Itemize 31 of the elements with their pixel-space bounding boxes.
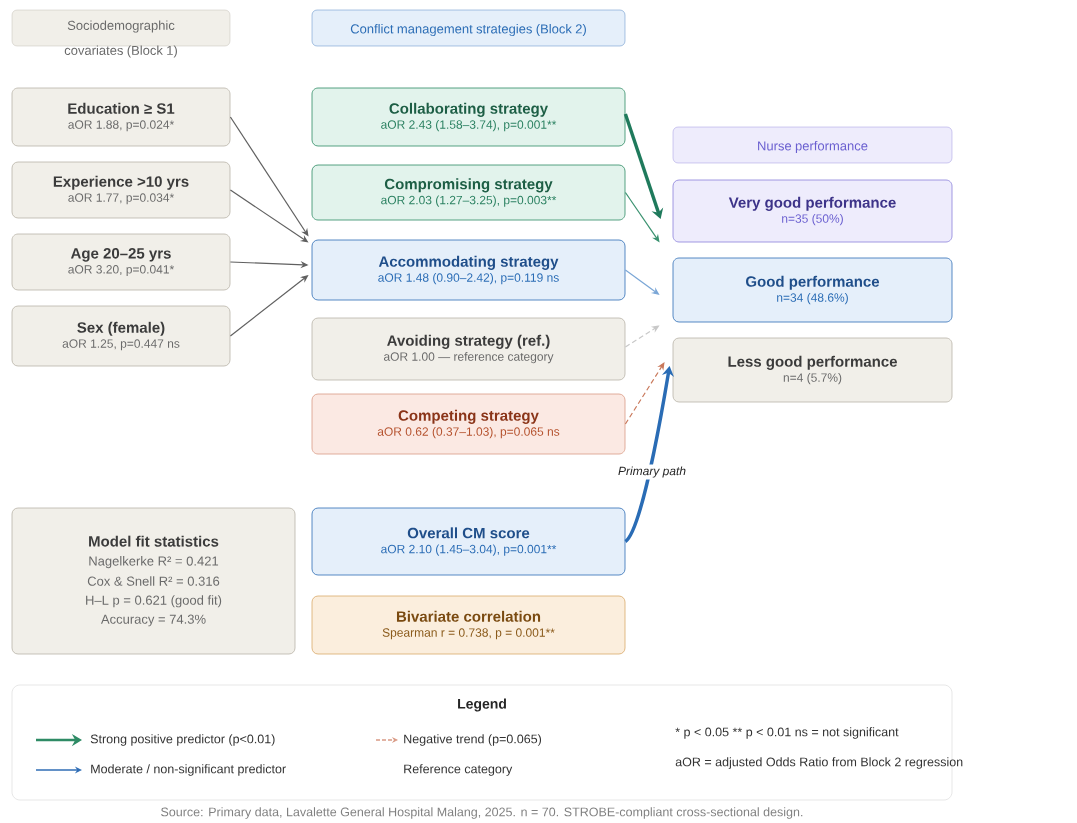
node-label: covariates (Block 1)	[64, 45, 177, 58]
covariate-box: Sex (female) aOR 1.25, p=0.447 ns	[11, 305, 231, 367]
legend-text: Strong positive predictor (p<0.01)	[90, 734, 275, 746]
outcome-box: Less good performance n=4 (5.7%)	[672, 337, 953, 403]
edge-label: Primary path	[616, 464, 688, 480]
legend-text: Negative trend (p=0.065)	[404, 734, 542, 746]
caption: Source: Primary data, Lavalette General Hospital Malang, 2025. n = 70. STROBE-compliant cross-sectional design.	[161, 807, 803, 819]
correlation-box: Bivariate correlation Spearman r = 0.738, p = 0.001**	[311, 595, 626, 655]
covariate-box: Age 20–25 yrs aOR 3.20, p=0.041*	[11, 233, 231, 291]
strategy-box: Avoiding strategy (ref.) aOR 1.00 — reference category	[311, 317, 626, 381]
arrow	[623, 113, 664, 219]
strategy-box: Compromising strategy aOR 2.03 (1.27–3.25), p=0.003**	[311, 164, 626, 221]
score-box: Overall CM score aOR 2.10 (1.45–3.04), p=0.001**	[311, 507, 626, 576]
statistics-box: Model fit statistics Nagelkerke R² = 0.421 Cox & Snell R² = 0.316 H–L p = 0.621 (good fit) Accuracy = 74.3%	[11, 507, 296, 655]
note-text: * p < 0.05 ** p < 0.01 ns = not significant	[675, 727, 899, 739]
note-text: aOR = adjusted Odds Ratio from Block 2 regression	[675, 757, 963, 769]
arrow	[624, 362, 665, 425]
group-header: Conflict management strategies (Block 2)	[311, 9, 626, 47]
covariate-box: Experience >10 yrs aOR 1.77, p=0.034*	[11, 161, 231, 219]
covariate-box: Education ≥ S1 aOR 1.88, p=0.024*	[11, 87, 231, 147]
strategy-box: Accommodating strategy aOR 1.48 (0.90–2.42), p=0.119 ns	[311, 239, 626, 301]
arrow	[229, 275, 309, 337]
group-header: Sociodemographic covariates (Block 1)	[11, 9, 231, 58]
legend-title: Legend	[458, 698, 506, 712]
legend-text: Reference category	[404, 764, 513, 776]
strategy-box: Collaborating strategy aOR 2.43 (1.58–3.74), p=0.001**	[311, 87, 626, 147]
group-header: Nurse performance	[672, 126, 953, 164]
strategy-box: Competing strategy aOR 0.62 (0.37–1.03), p=0.065 ns	[311, 393, 626, 455]
outcome-box: Very good performance n=35 (50%)	[672, 179, 953, 243]
outcome-box: Good performance n=34 (48.6%)	[672, 257, 953, 323]
legend-text: Moderate / non-significant predictor	[91, 764, 286, 776]
